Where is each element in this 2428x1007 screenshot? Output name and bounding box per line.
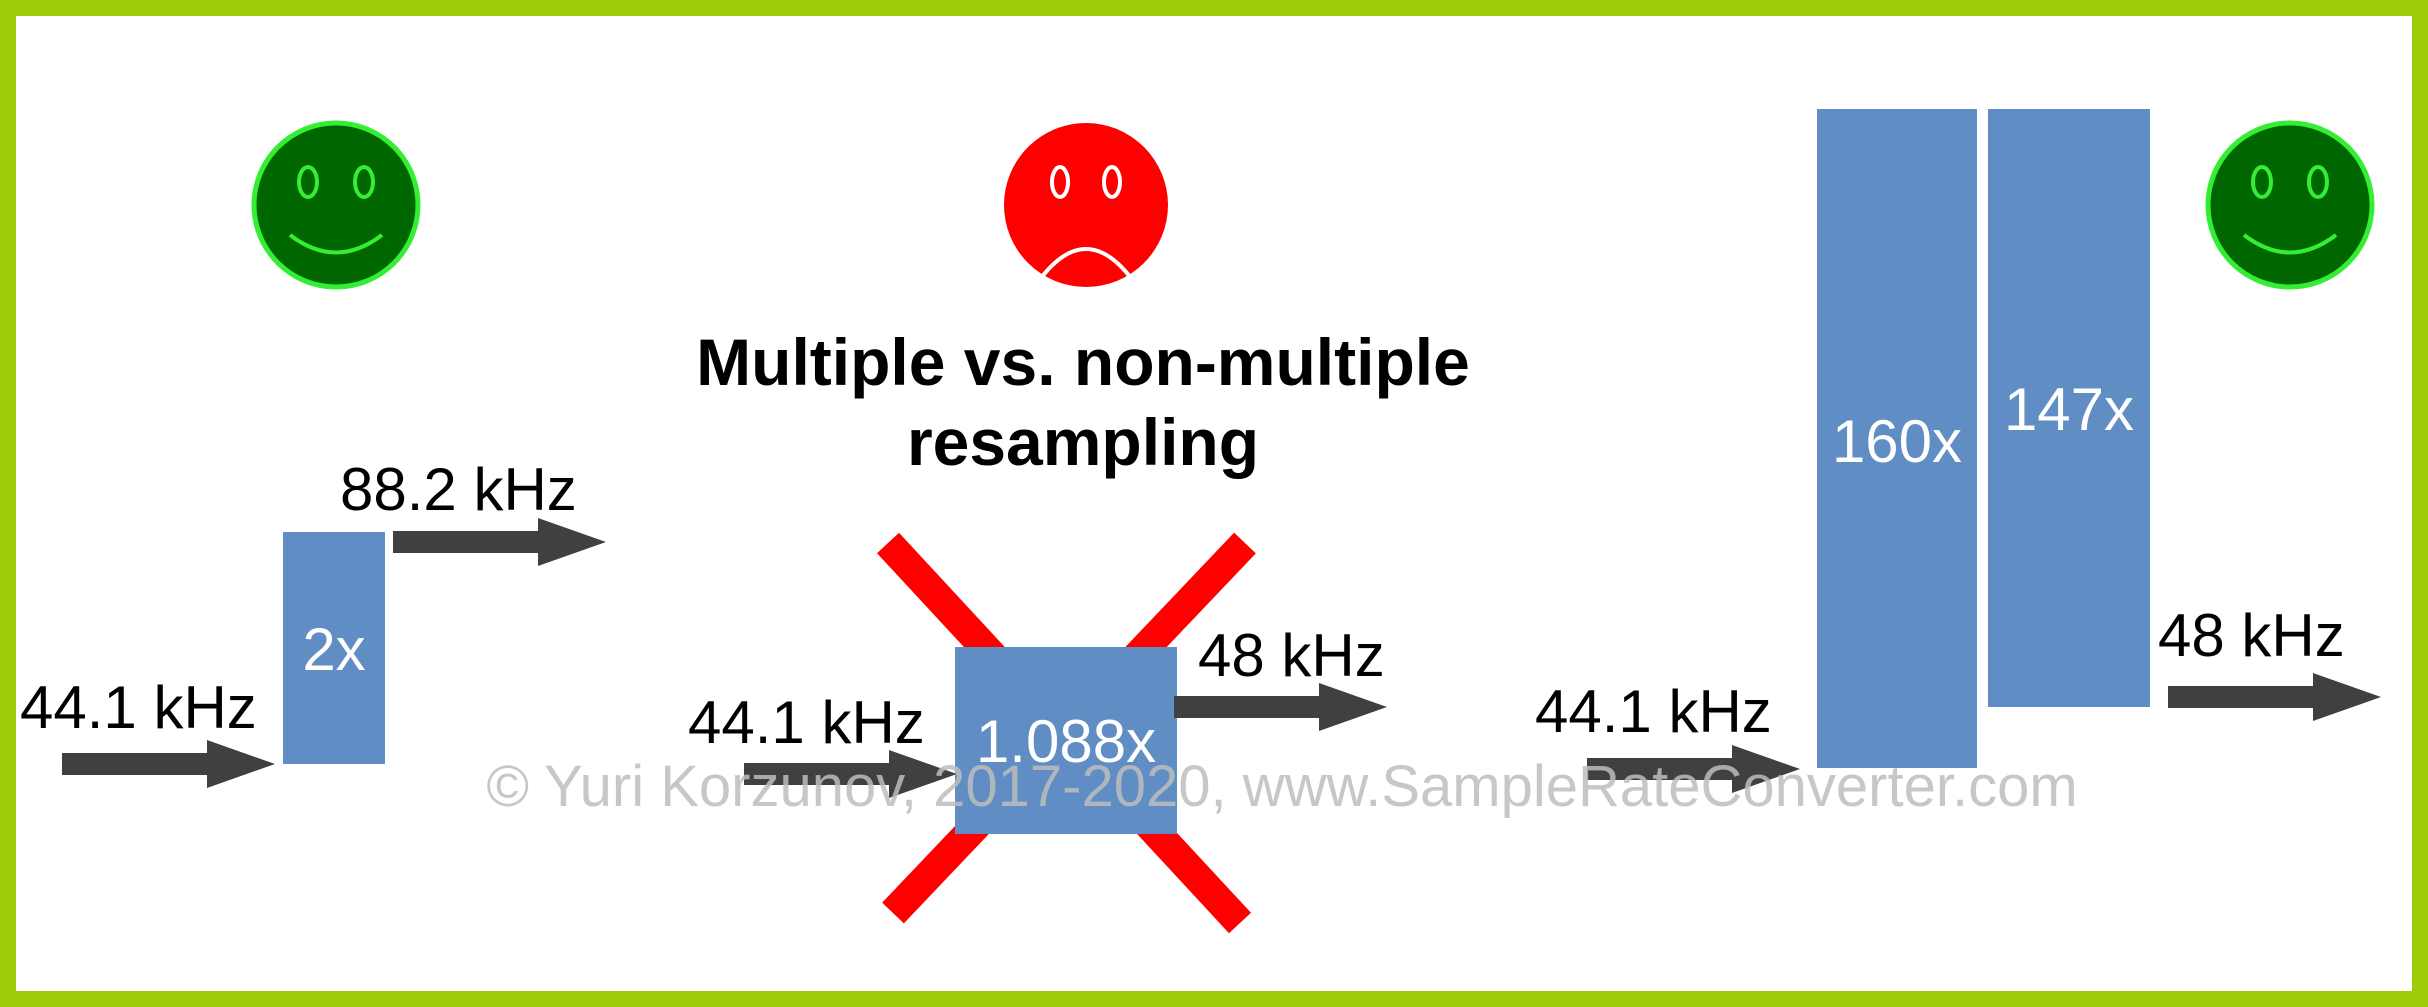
input-arrow [62, 740, 275, 788]
resample-1088x-box [955, 647, 1177, 834]
input-rate-label: 44.1 kHz [1535, 678, 1772, 745]
input-rate-label: 44.1 kHz [20, 674, 257, 741]
input-arrow [744, 750, 957, 798]
factor-up-label: 160x [1832, 408, 1962, 475]
happy-face-icon [251, 120, 421, 290]
upsample-160x-box [1817, 109, 1977, 768]
output-rate-label: 48 kHz [1198, 622, 1385, 689]
downsample-147x-box [1988, 109, 2150, 707]
copyright-watermark: © Yuri Korzunov, 2017-2020, www.SampleRa… [486, 754, 2077, 819]
factor-down-label: 147x [2004, 376, 2134, 443]
right-section: 160x 147x 44.1 kHz 48 kHz [1535, 109, 2381, 793]
factor-label: 2x [302, 616, 365, 683]
input-arrow [1587, 745, 1800, 793]
title-line-2: resampling [907, 405, 1259, 479]
left-section: 44.1 kHz 2x 88.2 kHz [20, 120, 606, 788]
output-rate-label: 88.2 kHz [340, 456, 577, 523]
output-arrow [1174, 683, 1387, 731]
happy-face-icon [2205, 120, 2375, 290]
factor-label: 1.088x [976, 708, 1156, 775]
input-rate-label: 44.1 kHz [688, 689, 925, 756]
title-line-1: Multiple vs. non-multiple [696, 325, 1470, 399]
upsample-2x-box [283, 532, 385, 764]
sad-face-icon [1004, 123, 1168, 287]
output-arrow [2168, 673, 2381, 721]
middle-section: Multiple vs. non-multiple resampling 44.… [688, 123, 1470, 934]
output-rate-label: 48 kHz [2158, 602, 2345, 669]
output-arrow [393, 518, 606, 566]
